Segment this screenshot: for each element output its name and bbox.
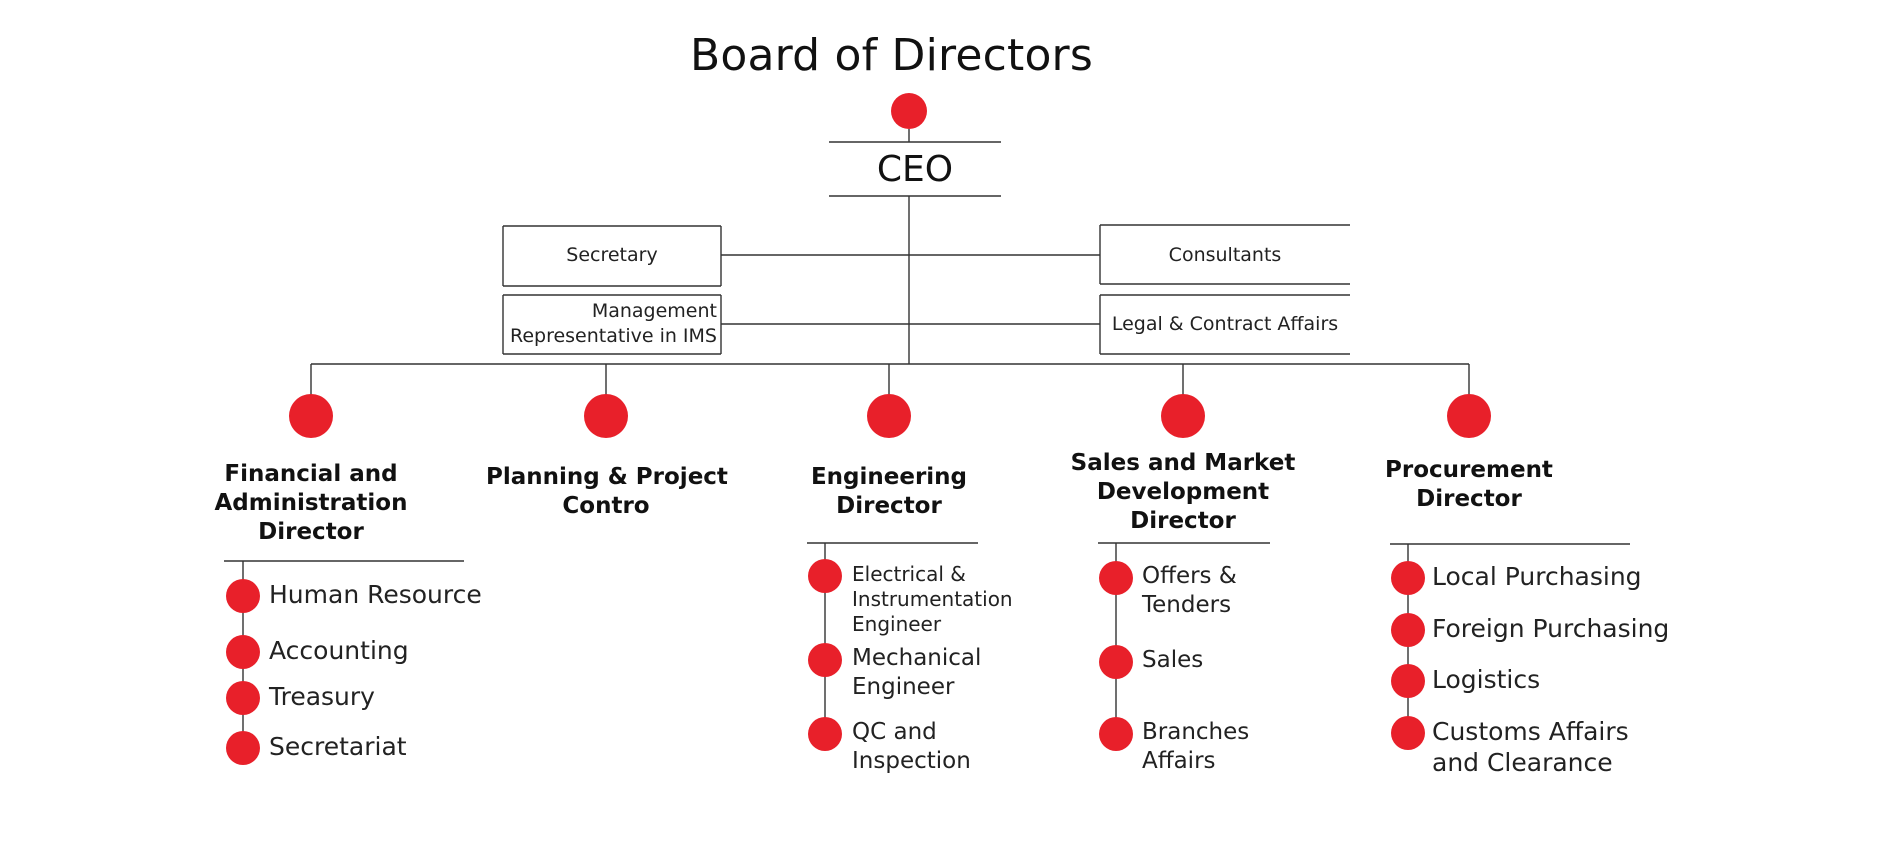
director-node-planning-project (584, 394, 628, 438)
ceo-label: CEO (876, 149, 954, 190)
page-title: Board of Directors (690, 30, 1093, 81)
unit-node (226, 681, 260, 715)
unit-node (226, 635, 260, 669)
unit-label: Local Purchasing (1432, 561, 1642, 591)
unit-node (226, 579, 260, 613)
board-node (891, 93, 927, 129)
unit-label: Logistics (1432, 664, 1541, 694)
staff-legal-contract-label: Legal & Contract Affairs (1111, 313, 1339, 335)
unit-node (1391, 664, 1425, 698)
unit-node (1391, 613, 1425, 647)
unit-label: Foreign Purchasing (1432, 613, 1670, 643)
director-node-sales-market (1161, 394, 1205, 438)
unit-label: Accounting (269, 635, 409, 665)
unit-node (1391, 716, 1425, 750)
unit-label: Secretariat (269, 731, 407, 761)
unit-node (808, 643, 842, 677)
unit-label: Human Resource (269, 579, 482, 609)
unit-node (1099, 717, 1133, 751)
unit-node (1391, 561, 1425, 595)
staff-consultants-label: Consultants (1168, 244, 1282, 266)
unit-node (808, 717, 842, 751)
unit-label: Offers &Tenders (1142, 562, 1237, 618)
unit-node (808, 559, 842, 593)
unit-label: Sales (1142, 646, 1204, 673)
director-node-procurement (1447, 394, 1491, 438)
unit-node (226, 731, 260, 765)
director-node-engineering (867, 394, 911, 438)
staff-secretary-label: Secretary (566, 243, 658, 266)
unit-label: Treasury (269, 681, 375, 711)
director-node-financial-admin (289, 394, 333, 438)
unit-node (1099, 645, 1133, 679)
unit-node (1099, 561, 1133, 595)
